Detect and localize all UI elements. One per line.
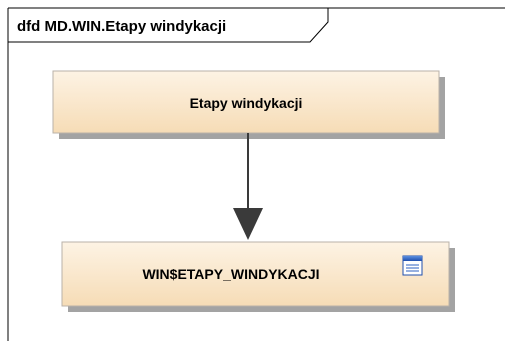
flow-arrow[interactable] [233,133,263,240]
process-node-box [52,70,440,134]
datastore-node-box [61,241,450,307]
datastore-node[interactable]: WIN$ETAPY_WINDYKACJI [61,241,455,312]
frame-title-tab [8,8,329,43]
table-icon [402,255,423,276]
datastore-node-label: WIN$ETAPY_WINDYKACJI [142,266,319,282]
diagram-frame: dfd MD.WIN.Etapy windykacji [7,7,505,341]
process-node[interactable]: Etapy windykacji [52,70,445,139]
frame-title: dfd MD.WIN.Etapy windykacji [17,18,226,35]
process-node-label: Etapy windykacji [190,95,303,111]
flow-arrowhead [233,208,263,240]
